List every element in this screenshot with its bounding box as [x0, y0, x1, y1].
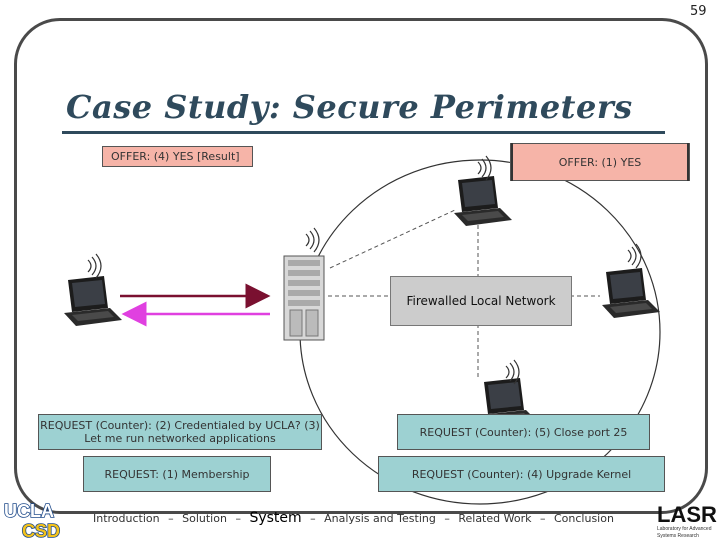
- laptop-icon: [454, 176, 512, 226]
- request-close-port-box: REQUEST (Counter): (5) Close port 25: [397, 414, 650, 450]
- wifi-signal-icon: [627, 243, 642, 269]
- request-credentials-box: REQUEST (Counter): (2) Credentialed by U…: [38, 414, 322, 450]
- nav-separator: –: [310, 512, 316, 525]
- nav-separator: –: [539, 512, 546, 525]
- nav-related-work[interactable]: Related Work: [458, 512, 532, 525]
- lasr-subtitle-line2: Systems Research: [657, 533, 699, 539]
- laptop-icon: [602, 268, 660, 318]
- nav-analysis-and-testing[interactable]: Analysis and Testing: [324, 512, 436, 525]
- offer-box-right: OFFER: (1) YES: [510, 143, 690, 181]
- request-membership-box: REQUEST: (1) Membership: [83, 456, 271, 492]
- slide-title: Case Study: Secure Perimeters: [66, 88, 633, 126]
- request-upgrade-kernel-box: REQUEST (Counter): (4) Upgrade Kernel: [378, 456, 665, 492]
- nav-introduction[interactable]: Introduction: [93, 512, 160, 525]
- wifi-signal-icon: [305, 227, 320, 253]
- server-icon: [283, 255, 325, 341]
- lasr-logo: LASR Laboratory for Advanced Systems Res…: [657, 502, 717, 539]
- nav-separator: –: [235, 512, 241, 525]
- csd-logo-text: CSD: [22, 521, 60, 540]
- nav-conclusion[interactable]: Conclusion: [553, 512, 614, 525]
- wifi-signal-icon: [87, 253, 102, 279]
- nav-solution[interactable]: Solution: [182, 512, 227, 525]
- offer-box-right-label: OFFER: (1) YES: [558, 155, 642, 169]
- title-underline: [62, 131, 665, 134]
- footer-nav: Introduction – Solution – System – Analy…: [93, 510, 614, 526]
- slide-frame: [14, 18, 708, 514]
- network-links: [328, 209, 600, 380]
- nav-separator: –: [168, 512, 174, 525]
- ucla-csd-logo: UCLA CSD: [3, 500, 61, 540]
- nav-separator: –: [444, 512, 450, 525]
- ucla-logo-text: UCLA: [4, 501, 54, 521]
- lasr-subtitle-line1: Laboratory for Advanced: [657, 526, 712, 532]
- lasr-logo-text: LASR: [657, 502, 717, 527]
- slide-number: 59: [690, 4, 707, 19]
- firewalled-network-box: Firewalled Local Network: [390, 276, 572, 326]
- laptop-icon: [64, 276, 122, 326]
- offer-box-left: OFFER: (4) YES [Result]: [102, 146, 253, 167]
- nav-system[interactable]: System: [249, 510, 302, 526]
